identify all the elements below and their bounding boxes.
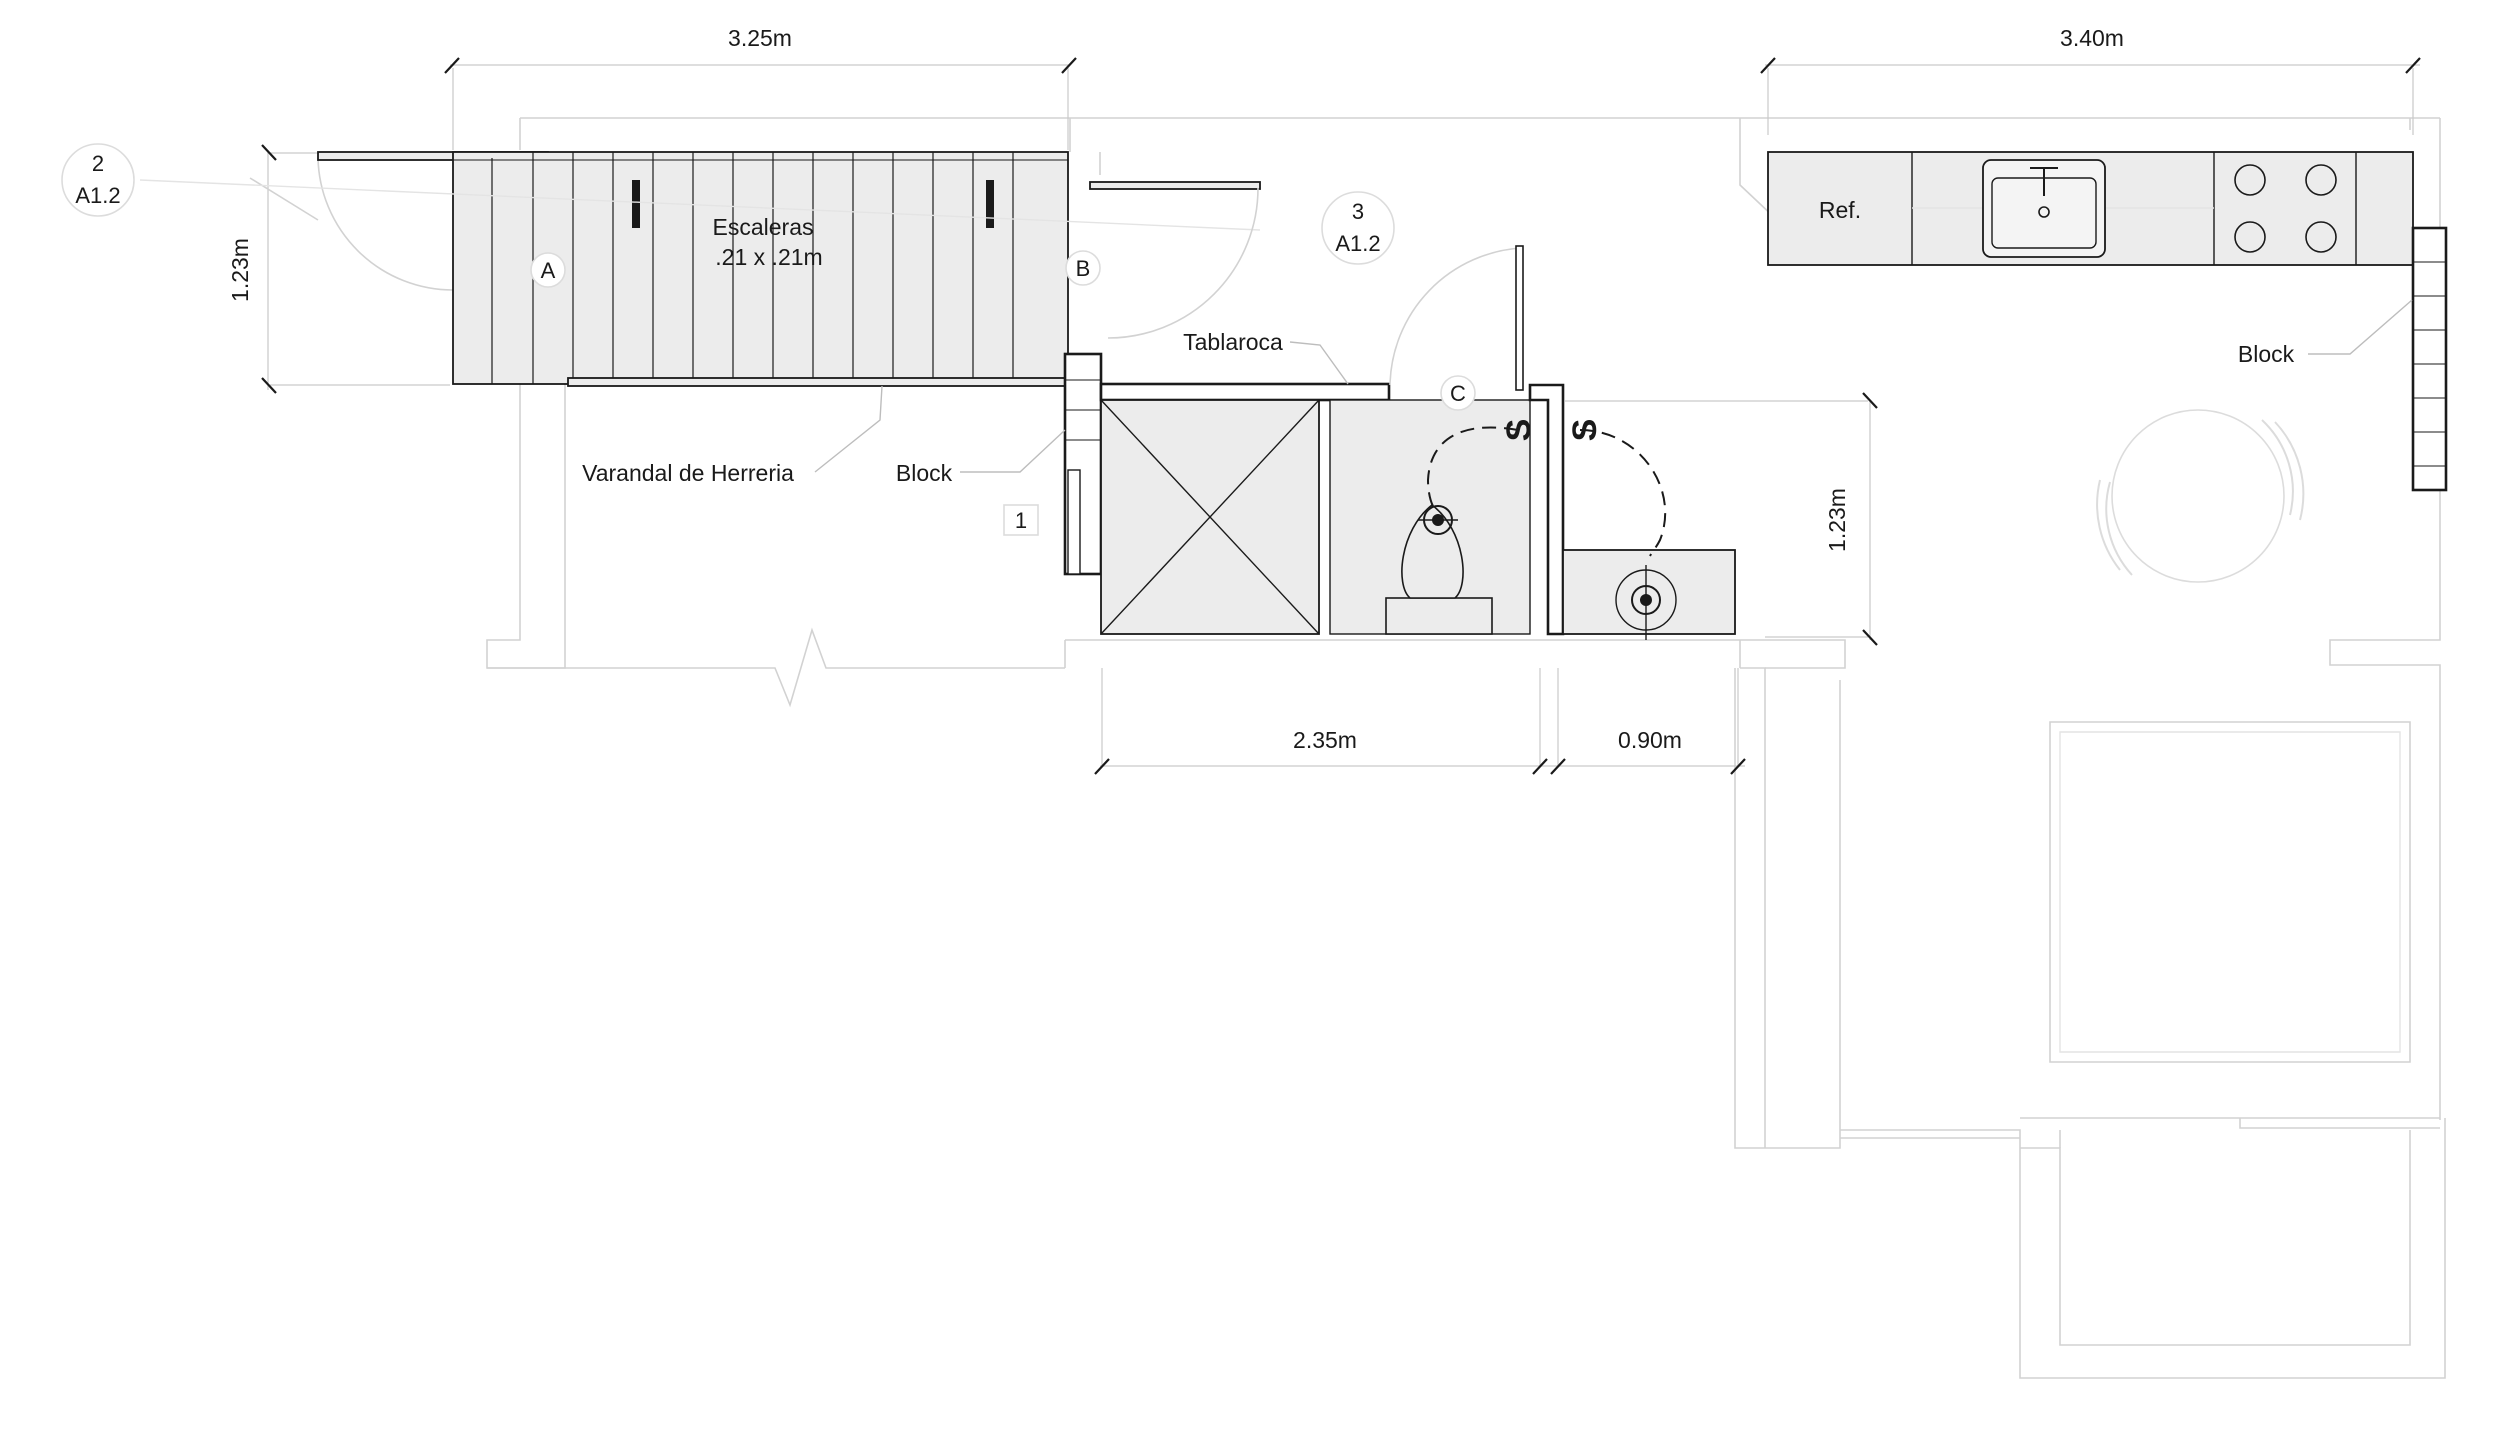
railing-label: Varandal de Herreria	[582, 460, 794, 486]
switch-symbol: S	[1500, 419, 1538, 442]
stairs-title: Escaleras	[713, 214, 814, 240]
bath-partition	[1528, 383, 1565, 636]
sink-icon	[1982, 159, 2106, 258]
door-b	[1089, 181, 1261, 339]
stair-post	[986, 180, 994, 228]
point-b: B	[1065, 250, 1101, 286]
dim-bath-width: 2.35m	[1293, 727, 1357, 753]
elevation-tag: 1	[1003, 504, 1039, 536]
point-c: C	[1440, 375, 1476, 411]
dim-bath-depth: 1.23m	[1824, 488, 1850, 552]
drywall-label: Tablaroca	[1183, 329, 1283, 355]
fridge-label: Ref.	[1819, 197, 1861, 223]
background-walls	[486, 117, 2446, 1379]
point-a: A	[530, 252, 566, 288]
stair-post	[632, 180, 640, 228]
door-c-leaf	[1515, 245, 1524, 391]
switch-symbol: S	[1566, 419, 1604, 442]
utility-counter	[1562, 549, 1736, 635]
cooktop-icon	[2234, 164, 2337, 253]
section-mark-sheet: A1.2	[75, 183, 120, 208]
bathroom	[1063, 245, 1736, 640]
leaders	[814, 299, 2413, 473]
dim-closet-width: 0.90m	[1618, 727, 1682, 753]
dining-table-icon	[2096, 409, 2305, 583]
block-label-kitchen: Block	[2238, 341, 2295, 367]
point-b-label: B	[1076, 256, 1091, 281]
stairs-size: .21 x .21m	[715, 244, 822, 270]
dim-kitchen-width: 3.40m	[2060, 25, 2124, 51]
section-mark-number: 2	[92, 151, 104, 176]
railing-bar	[567, 377, 1069, 387]
section-mark-3: 3 A1.2	[1321, 191, 1395, 265]
dim-stair-width: 3.25m	[728, 25, 792, 51]
elevation-tag-label: 1	[1015, 508, 1027, 533]
drain-icon	[1615, 565, 1677, 640]
dim-stair-depth: 1.23m	[227, 238, 253, 302]
section-mark-number: 3	[1352, 199, 1364, 224]
block-column	[2411, 226, 2448, 492]
section-mark-2: 2 A1.2	[61, 143, 135, 217]
kitchen	[1767, 151, 2448, 583]
toilet-icon	[1385, 503, 1493, 635]
block-label-bath: Block	[896, 460, 953, 486]
drywall-partition	[1099, 382, 1391, 402]
section-mark-sheet: A1.2	[1335, 231, 1380, 256]
dimension-lines	[261, 57, 2421, 775]
point-a-label: A	[541, 258, 556, 283]
point-c-label: C	[1450, 381, 1466, 406]
